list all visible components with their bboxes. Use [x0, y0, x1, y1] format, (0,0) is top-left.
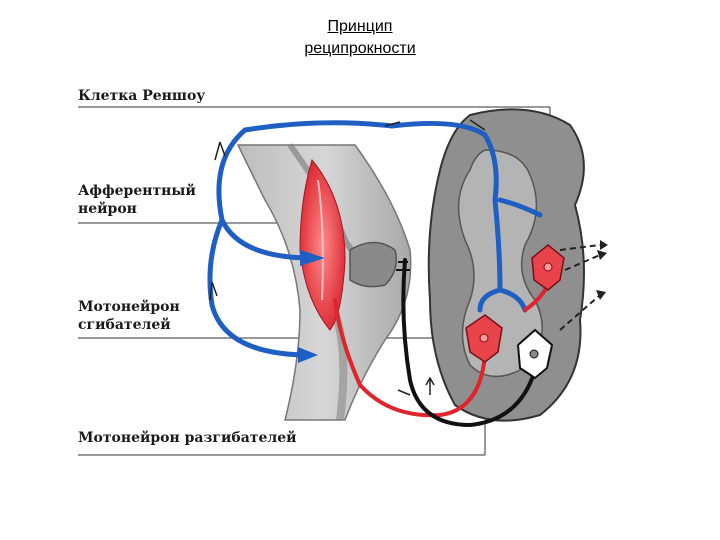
- label-afferent-neuron-line2: нейрон: [78, 201, 137, 217]
- extensor-endplate: [396, 261, 410, 271]
- outgoing-dashed-arrows: [559, 244, 601, 331]
- label-flexor-motoneuron-line1: Мотонейрон: [78, 299, 180, 315]
- afferent-arrow-lower: [298, 347, 318, 363]
- title-line-1: Принцип: [327, 18, 393, 35]
- extensor-motoneuron-path: [401, 258, 537, 428]
- label-renshaw-cell: Клетка Реншоу: [78, 88, 206, 104]
- knee-joint: [349, 241, 397, 288]
- direction-arrows: [209, 119, 486, 396]
- diagram-title: Принцип реципрокности: [0, 16, 720, 60]
- afferent-neuron-path: [207, 120, 543, 358]
- label-extensor-motoneuron: Мотонейрон разгибателей: [78, 430, 297, 446]
- title-line-2: реципрокности: [304, 40, 416, 57]
- label-afferent-neuron-line1: Афферентный: [78, 183, 196, 199]
- afferent-arrow-upper: [300, 250, 325, 266]
- label-flexor-motoneuron-line2: сгибателей: [78, 317, 171, 333]
